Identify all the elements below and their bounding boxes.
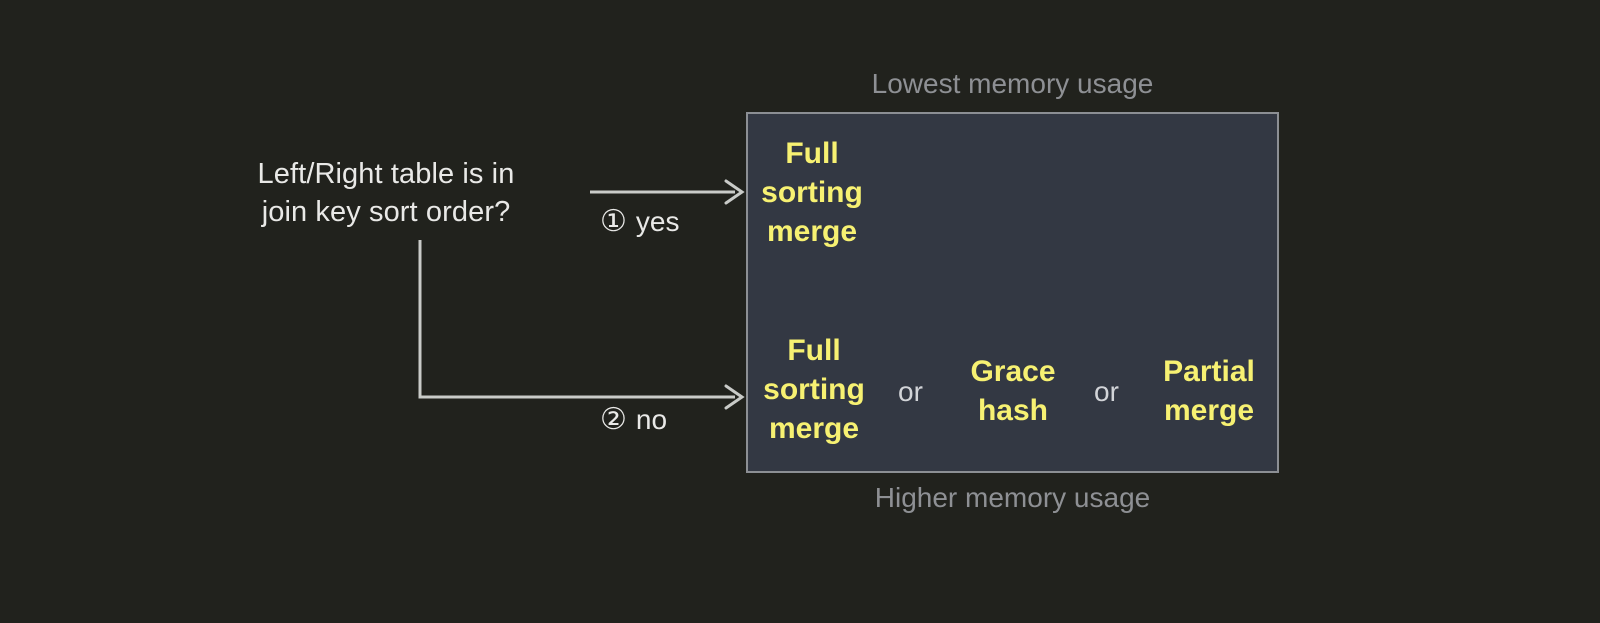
option-full-sorting-merge-yes: Full sorting merge [742, 134, 882, 251]
caption-higher-memory: Higher memory usage [874, 482, 1151, 513]
branch-marker-2: ② [600, 403, 627, 436]
option-full-sorting-merge-no: Full sorting merge [744, 331, 884, 448]
option-line: merge [1163, 394, 1255, 427]
caption-lowest-memory: Lowest memory usage [871, 68, 1154, 99]
branch-marker-1: ① [600, 205, 627, 238]
option-line: Full [787, 334, 841, 367]
option-grace-hash: Grace hash [947, 352, 1079, 430]
option-line: Grace [970, 355, 1056, 388]
option-line: merge [768, 412, 860, 445]
connector-yes [590, 179, 745, 205]
question-line-1: Left/Right table is in [257, 158, 515, 190]
option-separator-or-2: or [1094, 376, 1119, 407]
connector-no [418, 240, 745, 410]
branch-label-no: ② no [600, 404, 667, 436]
branch-label-yes: ① yes [600, 206, 679, 238]
branch-text-no: no [635, 404, 668, 435]
options-box [746, 112, 1279, 473]
option-line: Full [785, 137, 839, 170]
option-line: Partial [1163, 355, 1255, 388]
option-line: hash [977, 394, 1049, 427]
branch-text-yes: yes [635, 206, 680, 237]
option-separator-or-1: or [898, 376, 923, 407]
option-partial-merge: Partial merge [1143, 352, 1275, 430]
decision-question: Left/Right table is in join key sort ord… [196, 155, 576, 231]
question-line-2: join key sort order? [261, 196, 511, 228]
option-line: sorting [761, 176, 863, 209]
option-line: sorting [763, 373, 865, 406]
option-line: merge [766, 215, 858, 248]
